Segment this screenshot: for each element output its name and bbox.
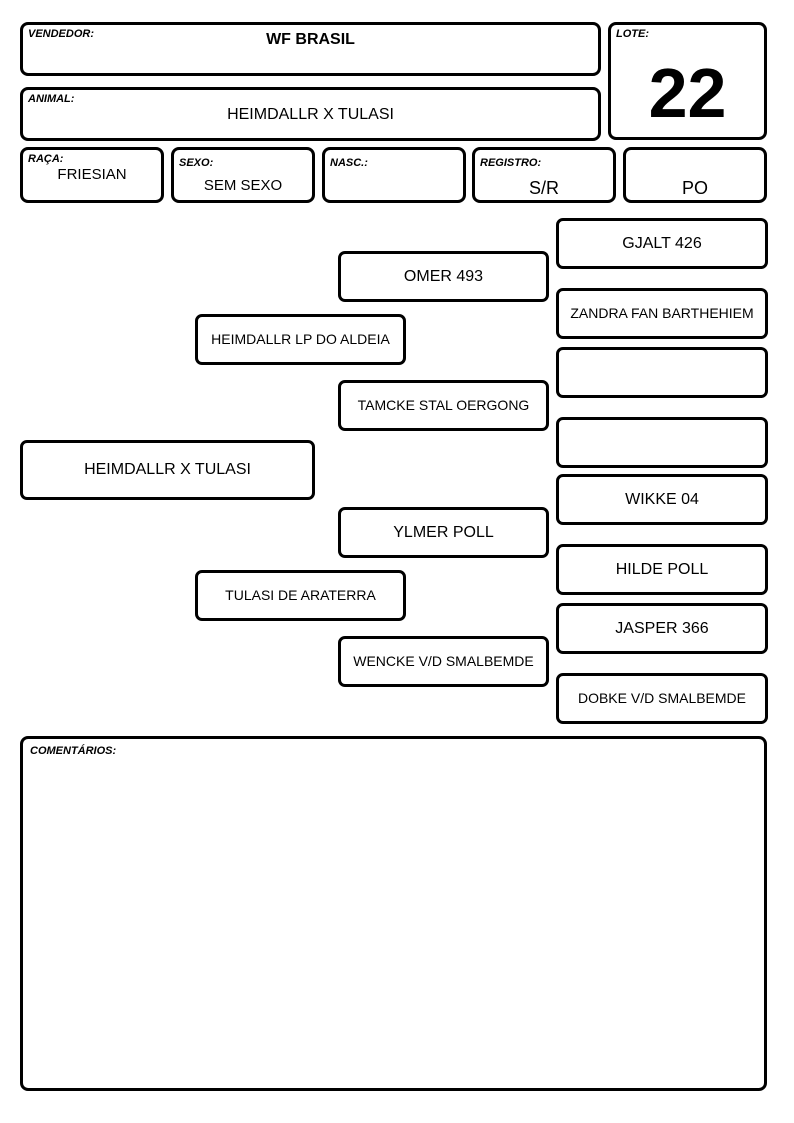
- pedigree-dam-dam: WENCKE V/D SMALBEMDE: [338, 636, 549, 687]
- po-box: PO: [623, 147, 767, 203]
- raca-box: RAÇA: FRIESIAN: [20, 147, 164, 203]
- pedigree-ggp-2: ZANDRA FAN BARTHEHIEM: [556, 288, 768, 339]
- animal-value: HEIMDALLR X TULASI: [227, 106, 394, 123]
- raca-label: RAÇA:: [28, 153, 64, 165]
- pedigree-ggp-7: JASPER 366: [556, 603, 768, 654]
- pedigree-ggp-8: DOBKE V/D SMALBEMDE: [556, 673, 768, 724]
- animal-label: ANIMAL:: [28, 93, 75, 105]
- comments-box: COMENTÁRIOS:: [20, 736, 767, 1091]
- vendedor-value: WF BRASIL: [266, 31, 355, 48]
- comments-label: COMENTÁRIOS:: [30, 745, 117, 757]
- nasc-box: NASC.:: [322, 147, 466, 203]
- pedigree-ggp-1: GJALT 426: [556, 218, 768, 269]
- vendedor-label: VENDEDOR:: [28, 28, 95, 40]
- animal-box: ANIMAL: HEIMDALLR X TULASI: [20, 87, 601, 141]
- pedigree-ggp-6: HILDE POLL: [556, 544, 768, 595]
- pedigree-sire-sire: OMER 493: [338, 251, 549, 302]
- sexo-box: SEXO: SEM SEXO: [171, 147, 315, 203]
- pedigree-dam: TULASI DE ARATERRA: [195, 570, 406, 621]
- lote-number: 22: [648, 54, 727, 132]
- registro-label: REGISTRO:: [480, 157, 542, 169]
- raca-value: FRIESIAN: [57, 166, 127, 183]
- pedigree-sire-dam: TAMCKE STAL OERGONG: [338, 380, 549, 431]
- pedigree-dam-sire: YLMER POLL: [338, 507, 549, 558]
- lote-label: LOTE:: [616, 28, 649, 40]
- sexo-value: SEM SEXO: [203, 177, 283, 194]
- pedigree-ggp-3: [556, 347, 768, 398]
- nasc-label: NASC.:: [330, 157, 368, 169]
- vendedor-box: VENDEDOR: WF BRASIL: [20, 22, 601, 76]
- pedigree-ggp-4: [556, 417, 768, 468]
- pedigree-sire: HEIMDALLR LP DO ALDEIA: [195, 314, 406, 365]
- lote-box: LOTE: 22: [608, 22, 767, 140]
- registro-value: S/R: [528, 178, 559, 198]
- pedigree-ggp-5: WIKKE 04: [556, 474, 768, 525]
- po-value: PO: [681, 178, 708, 198]
- sexo-label: SEXO:: [179, 157, 214, 169]
- pedigree-animal: HEIMDALLR X TULASI: [20, 440, 315, 500]
- registro-box: REGISTRO: S/R: [472, 147, 616, 203]
